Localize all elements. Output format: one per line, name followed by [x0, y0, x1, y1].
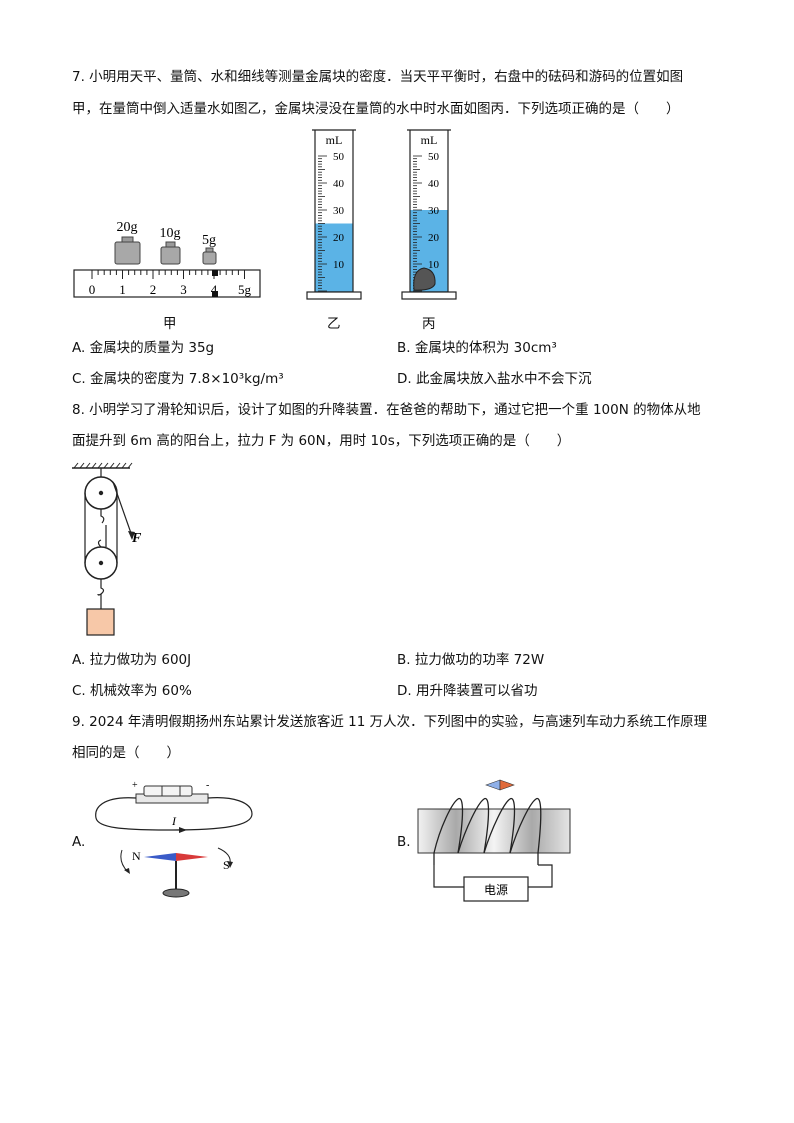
weight-20g: 20g — [114, 220, 141, 265]
q7-option-a[interactable]: A. 金属块的质量为 35g — [72, 340, 215, 356]
cylinder-unit: mL — [326, 133, 343, 147]
needle-north — [144, 853, 176, 861]
battery — [143, 785, 193, 797]
cylinder-tick-label: 50 — [333, 151, 345, 163]
beam-scale — [73, 269, 261, 298]
cylinder-tick-label: 10 — [333, 259, 345, 271]
q7-option-b[interactable]: B. 金属块的体积为 30cm³ — [397, 340, 557, 356]
cylinder-base — [306, 291, 362, 300]
q8-option-c[interactable]: C. 机械效率为 60% — [72, 683, 192, 699]
small-needle-red — [499, 779, 515, 791]
weight-5g: 5g — [202, 233, 217, 265]
scale-label: 1 — [119, 282, 126, 297]
power-supply — [463, 876, 529, 902]
q7-stem-line2: 甲，在量筒中倒入适量水如图乙，金属块浸没在量筒的水中时水面如图丙．下列选项正确的… — [72, 101, 680, 117]
pulley-figure: F — [72, 462, 142, 636]
force-label: F — [131, 531, 142, 546]
fig-label-jia: 甲 — [163, 316, 177, 332]
needle-south — [176, 853, 208, 861]
pole-s-label: S — [223, 858, 230, 872]
battery-plus: + — [132, 780, 138, 791]
metal-block — [413, 267, 436, 291]
weight-10g: 10g — [160, 226, 181, 265]
cylinder-tick-label: 30 — [333, 205, 345, 217]
load-block — [86, 608, 115, 636]
cylinder-tick-label: 40 — [333, 178, 345, 190]
power-supply-label: 电源 — [484, 883, 508, 897]
fig-label-bing: 丙 — [422, 316, 436, 332]
rider-bottom — [212, 291, 218, 297]
cylinder-tick-label: 20 — [428, 232, 440, 244]
scale-label: 3 — [180, 282, 187, 297]
cylinder-unit: mL — [421, 133, 438, 147]
weight-label-20g: 20g — [117, 220, 138, 235]
cylinder-tick-label: 20 — [333, 232, 345, 244]
fig-label-yi: 乙 — [327, 316, 341, 332]
cylinder-tick-label: 30 — [428, 205, 440, 217]
battery-minus: - — [206, 780, 209, 791]
q8-option-d[interactable]: D. 用升降装置可以省功 — [397, 683, 538, 699]
cylinder-c: mL 50 40 30 20 10 — [401, 129, 457, 300]
q8-option-b[interactable]: B. 拉力做功的功率 72W — [397, 652, 545, 668]
weight-label-5g: 5g — [202, 233, 216, 248]
cylinder-b: mL 50 40 30 20 10 — [306, 129, 362, 300]
q8-stem-line2: 面提升到 6m 高的阳台上，拉力 F 为 60N，用时 10s，下列选项正确的是… — [72, 433, 571, 449]
cylinder-tick-label: 40 — [428, 178, 440, 190]
wire-loop — [95, 797, 253, 831]
small-needle-blue — [485, 779, 501, 791]
q7-stem-line1: 7. 小明用天平、量筒、水和细线等测量金属块的密度．当天平平衡时，右盘中的砝码和… — [72, 69, 684, 85]
scale-label: 0 — [89, 282, 96, 297]
scale-label: 5g — [238, 282, 252, 297]
q7-option-c[interactable]: C. 金属块的密度为 7.8×10³kg/m³ — [72, 371, 284, 387]
solenoid-figure: 电源 — [417, 779, 571, 902]
q9-stem-line1: 9. 2024 年清明假期扬州东站累计发送旅客近 11 万人次．下列图中的实验，… — [72, 714, 708, 730]
q8-option-a[interactable]: A. 拉力做功为 600J — [72, 652, 192, 668]
scale-labels: 0 1 2 3 4 5g — [89, 282, 252, 297]
compass-stand — [162, 888, 190, 898]
weight-label-10g: 10g — [160, 226, 181, 241]
q9-option-a-label[interactable]: A. — [72, 834, 86, 850]
scale-label: 4 — [211, 282, 218, 297]
q9-option-b-label[interactable]: B. — [397, 834, 411, 850]
scale-label: 2 — [150, 282, 157, 297]
q9-stem-line2: 相同的是（ ） — [72, 745, 180, 761]
cylinder-base — [401, 291, 457, 300]
q8-stem-line1: 8. 小明学习了滑轮知识后，设计了如图的升降装置．在爸爸的帮助下，通过它把一个重… — [72, 402, 701, 418]
balance-figure: 20g 10g 5g 0 1 2 3 4 5g — [73, 220, 261, 298]
rider-top — [212, 270, 218, 276]
coil — [433, 797, 542, 865]
pole-n-label: N — [132, 849, 141, 863]
current-label: I — [171, 814, 177, 828]
q7-option-d[interactable]: D. 此金属块放入盐水中不会下沉 — [397, 371, 592, 387]
cylinder-tick-label: 50 — [428, 151, 440, 163]
cylinder-tick-label: 10 — [428, 259, 440, 271]
iron-core — [417, 808, 571, 854]
oersted-figure: + - I N S — [95, 780, 253, 898]
